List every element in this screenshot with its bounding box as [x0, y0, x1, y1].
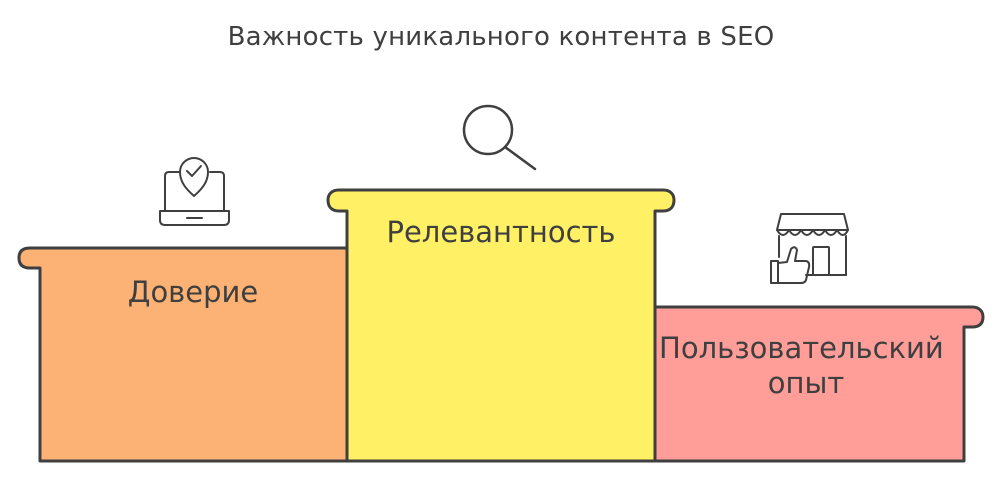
step-user-experience-label-line-2: опыт — [768, 366, 845, 400]
step-trust-block — [17, 246, 349, 463]
step-relevance: Релевантность — [326, 188, 676, 463]
step-user-experience-block — [653, 305, 985, 463]
diagram-title: Важность уникального контента в SEO — [227, 22, 775, 52]
step-relevance-block — [326, 188, 676, 463]
step-user-experience-label: Пользовательский опыт — [659, 331, 953, 400]
laptop-shield-check-icon — [159, 157, 230, 226]
step-trust-label: Доверие — [128, 275, 258, 309]
step-user-experience-label-line-1: Пользовательский — [659, 331, 944, 365]
storefront-thumbs-up-icon — [770, 213, 849, 284]
step-user-experience: Пользовательский опыт — [653, 305, 985, 463]
magnifier-search-icon — [462, 104, 537, 171]
step-relevance-label: Релевантность — [386, 215, 615, 249]
step-trust: Доверие — [17, 246, 349, 463]
